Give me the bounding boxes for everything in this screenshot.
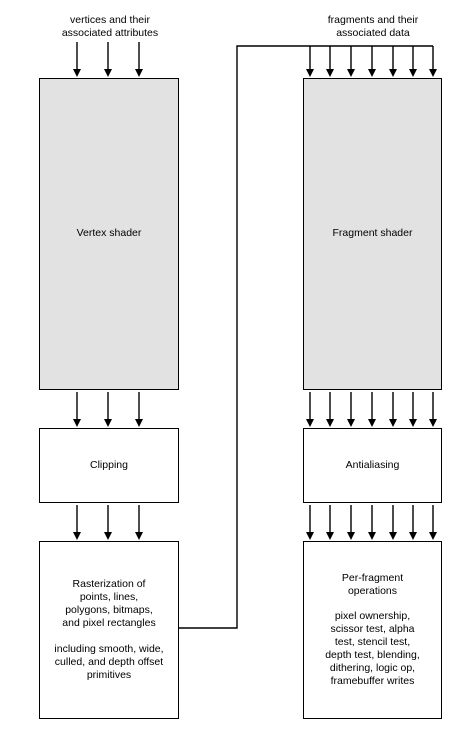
vertex-to-clip-arrow	[73, 392, 81, 427]
aa-to-perfragment-arrow	[409, 505, 417, 540]
fragment-input-arrow	[368, 46, 376, 77]
aa-to-perfragment-arrow	[389, 505, 397, 540]
vertex-to-clip-arrow	[135, 392, 143, 427]
per-fragment-box: Per-fragment operations pixel ownership,…	[303, 541, 442, 719]
raster-to-fragment-connector	[179, 45, 433, 629]
fragment-to-aa-arrow	[347, 392, 355, 427]
fragment-to-aa-arrow	[326, 392, 334, 427]
fragment-to-aa-arrow	[409, 392, 417, 427]
rasterization-detail-line-1: including smooth, wide,	[54, 642, 164, 655]
per-fragment-detail-line-5: dithering, logic op,	[329, 662, 416, 675]
fragment-input-arrow	[389, 46, 397, 77]
per-fragment-detail-line-6: framebuffer writes	[330, 675, 415, 688]
fragment-to-aa-arrow	[368, 392, 376, 427]
per-fragment-line-2: operations	[347, 584, 398, 597]
antialiasing-box: Antialiasing	[303, 428, 442, 503]
vertices-caption-line-2: associated attributes	[61, 27, 159, 40]
vertices-caption: vertices and their associated attributes	[40, 14, 180, 40]
per-fragment-detail-line-3: test, stencil test,	[334, 636, 411, 648]
aa-to-perfragment-arrow	[429, 505, 437, 540]
fragment-input-arrow	[306, 46, 314, 77]
per-fragment-detail-line-4: depth test, blending,	[325, 649, 420, 662]
vertex-shader-box: Vertex shader	[39, 78, 179, 390]
clipping-box: Clipping	[39, 428, 179, 503]
aa-to-perfragment-arrow	[326, 505, 334, 540]
per-fragment-detail-line-1: pixel ownership,	[334, 609, 411, 622]
fragment-to-aa-arrow	[389, 392, 397, 427]
vertex-input-arrow	[135, 42, 143, 77]
vertex-to-clip-arrow	[104, 392, 112, 427]
vertex-input-arrow	[104, 42, 112, 77]
rasterization-line-2: points, lines,	[79, 591, 139, 604]
fragment-input-arrow	[409, 46, 417, 77]
antialiasing-label: Antialiasing	[345, 458, 400, 471]
per-fragment-detail-line-2: scissor test, alpha	[330, 622, 415, 635]
rasterization-line-4: and pixel rectangles	[62, 617, 156, 630]
per-fragment-line-1: Per-fragment	[341, 571, 404, 584]
aa-to-perfragment-arrow	[368, 505, 376, 540]
clipping-label: Clipping	[90, 458, 128, 471]
fragment-to-aa-arrow	[429, 392, 437, 427]
fragment-shader-label: Fragment shader	[332, 227, 413, 240]
vertex-shader-label: Vertex shader	[76, 227, 142, 240]
clip-to-raster-arrow	[104, 505, 112, 540]
rasterization-line-1: Rasterization of	[72, 578, 146, 591]
rasterization-detail-line-2: culled, and depth offset	[54, 655, 164, 668]
clip-to-raster-arrow	[135, 505, 143, 540]
vertex-input-arrow	[73, 42, 81, 77]
vertices-caption-line-1: vertices and their	[70, 14, 150, 26]
clip-to-raster-arrow	[73, 505, 81, 540]
fragments-caption-line-1: fragments and their	[327, 14, 419, 26]
per-fragment-detail: pixel ownership, scissor test, alpha tes…	[325, 610, 420, 689]
aa-to-perfragment-arrow	[306, 505, 314, 540]
fragments-caption-line-2: associated data	[336, 27, 410, 40]
per-fragment-heading: Per-fragment operations	[342, 572, 403, 598]
fragment-shader-box: Fragment shader	[303, 78, 442, 390]
rasterization-detail-line-3: primitives	[86, 668, 132, 681]
fragment-input-arrow	[429, 46, 437, 77]
fragment-input-arrow	[347, 46, 355, 77]
fragment-input-arrow	[326, 46, 334, 77]
rasterization-heading: Rasterization of points, lines, polygons…	[62, 578, 155, 631]
rasterization-box: Rasterization of points, lines, polygons…	[39, 541, 179, 719]
aa-to-perfragment-arrow	[347, 505, 355, 540]
fragment-to-aa-arrow	[306, 392, 314, 427]
rasterization-detail: including smooth, wide, culled, and dept…	[54, 643, 163, 682]
fragments-caption: fragments and their associated data	[298, 14, 448, 40]
rasterization-line-3: polygons, bitmaps,	[65, 604, 153, 617]
